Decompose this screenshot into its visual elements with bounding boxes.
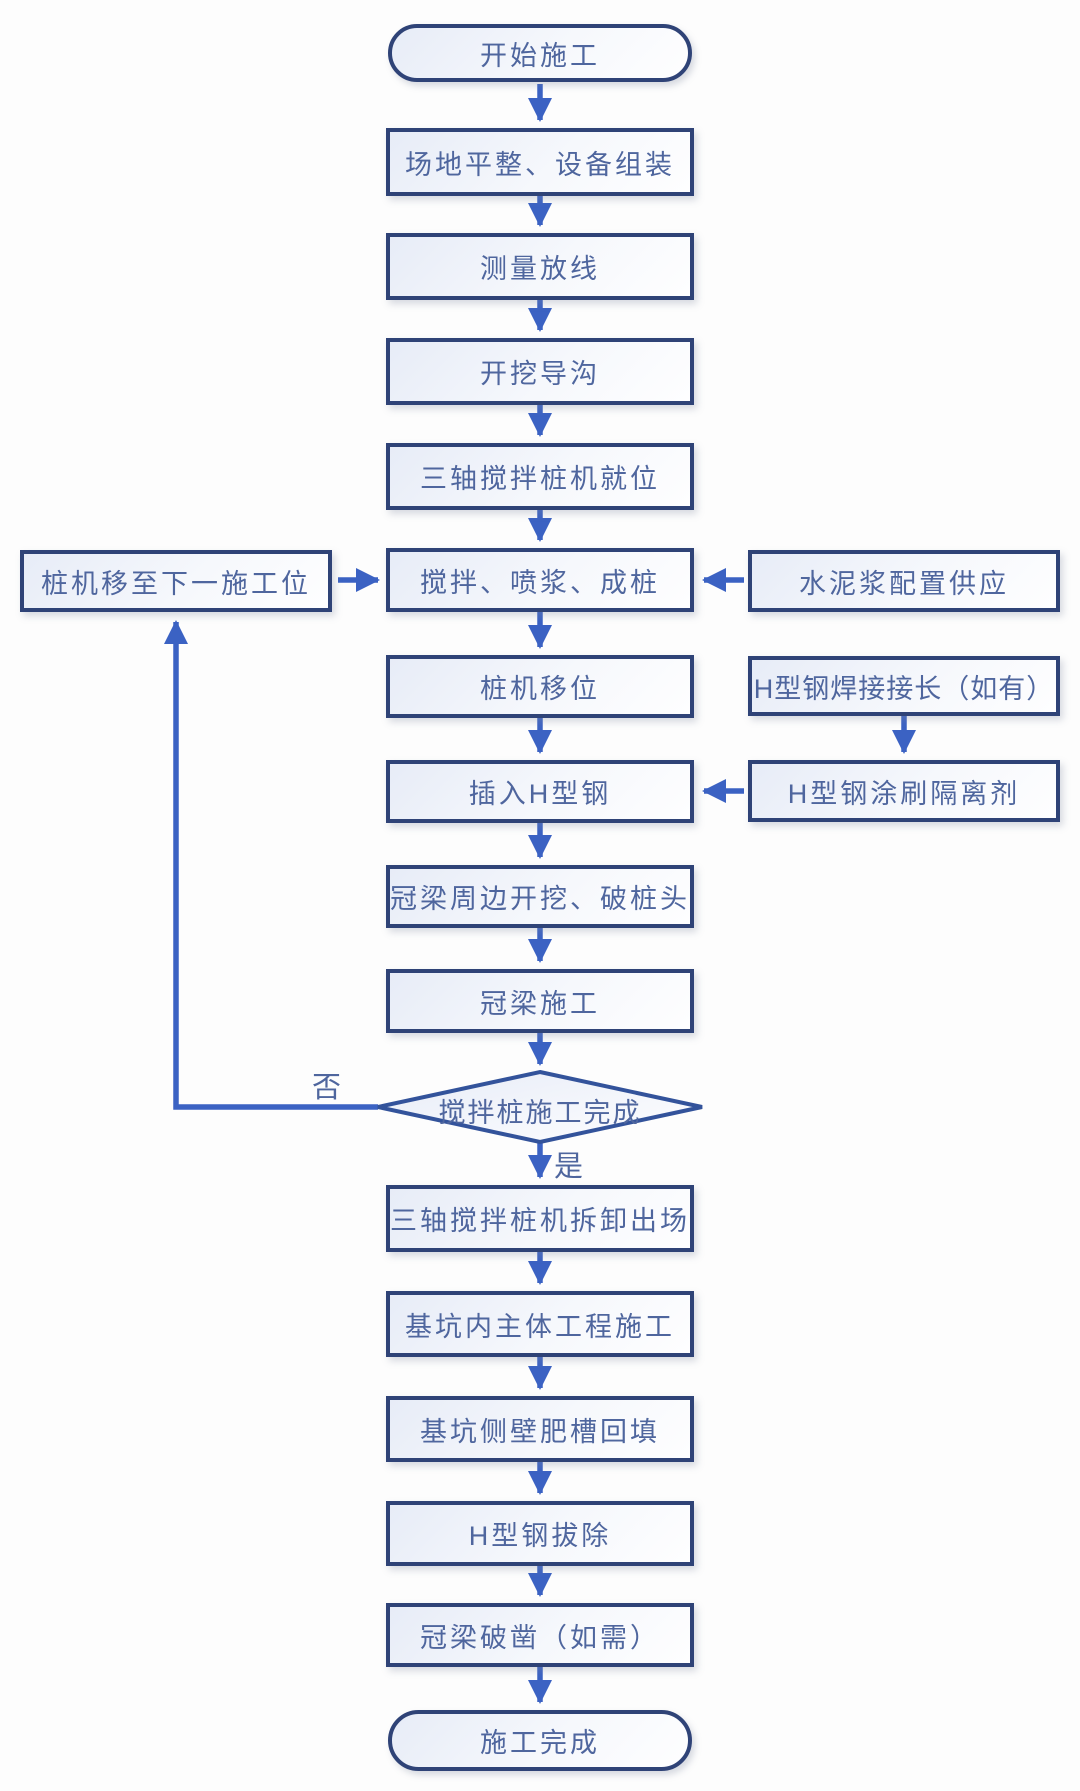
node-mixing-grouting: 搅拌、喷浆、成桩 xyxy=(386,548,694,612)
node-decision-label: 搅拌桩施工完成 xyxy=(438,1098,642,1128)
node-finish: 施工完成 xyxy=(388,1710,692,1771)
node-guide-trench: 开挖导沟 xyxy=(386,338,694,405)
node-next-position: 桩机移至下一施工位 xyxy=(20,550,332,612)
no-loop-arrow xyxy=(164,620,378,1110)
node-cement-slurry: 水泥浆配置供应 xyxy=(748,550,1060,612)
node-backfill: 基坑侧壁肥槽回填 xyxy=(386,1396,694,1462)
node-crown-construction: 冠梁施工 xyxy=(386,969,694,1033)
flow-arrows xyxy=(164,84,916,1704)
node-survey-layout: 测量放线 xyxy=(386,233,694,300)
node-crown-breaking: 冠梁破凿（如需） xyxy=(386,1603,694,1667)
node-h-steel-welding: H型钢焊接接长（如有） xyxy=(748,656,1060,716)
node-h-steel-removal: H型钢拔除 xyxy=(386,1501,694,1566)
node-crown-excavation: 冠梁周边开挖、破桩头 xyxy=(386,865,694,928)
decision-diamond-shape xyxy=(377,1069,703,1145)
node-site-preparation: 场地平整、设备组装 xyxy=(386,128,694,196)
edge-label-yes: 是 xyxy=(554,1151,584,1183)
node-insert-h-steel: 插入H型钢 xyxy=(386,760,694,823)
edge-label-no: 否 xyxy=(312,1072,342,1104)
node-start: 开始施工 xyxy=(388,24,692,82)
node-rig-removal: 三轴搅拌桩机拆卸出场 xyxy=(386,1185,694,1252)
node-h-steel-coating: H型钢涂刷隔离剂 xyxy=(748,760,1060,822)
node-rig-in-place: 三轴搅拌桩机就位 xyxy=(386,443,694,510)
node-rig-shift: 桩机移位 xyxy=(386,655,694,718)
node-main-works: 基坑内主体工程施工 xyxy=(386,1291,694,1357)
